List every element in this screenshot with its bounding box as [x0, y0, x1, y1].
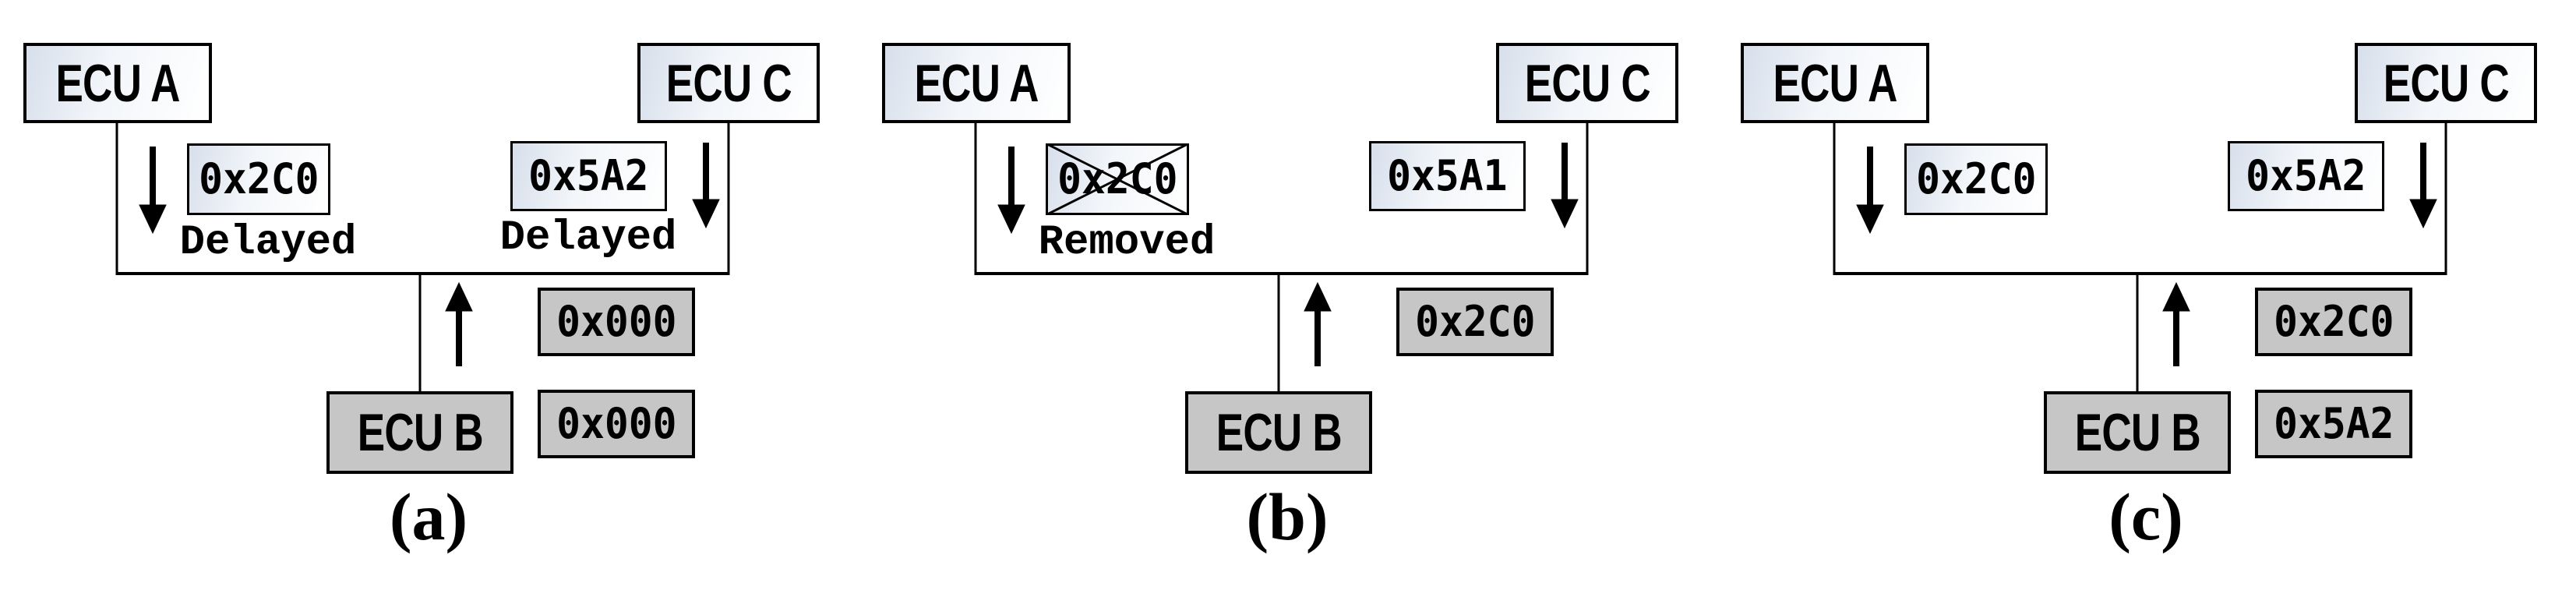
msg-id-label: 0x5A2 [528, 151, 649, 200]
down-arrow-icon [139, 147, 167, 235]
bus-msg-box: 0x2C0 [1396, 288, 1554, 356]
ecu-c-label: ECU C [665, 53, 792, 113]
up-arrow-icon [2162, 281, 2190, 366]
ecu-b-label: ECU B [1216, 403, 1342, 462]
up-arrow-icon [1304, 281, 1332, 366]
panel-b: ECU A ECU C 0x2C0 Removed 0x5A1 0x2C0 EC… [859, 0, 1717, 597]
removed-cross-icon [1046, 143, 1189, 215]
msg-id-label: 0x2C0 [198, 154, 319, 203]
can-bus-wiring [115, 122, 730, 393]
down-arrow-icon [1856, 147, 1884, 235]
down-arrow-icon [1551, 143, 1579, 229]
down-arrow-icon [2409, 143, 2437, 229]
msg-id-label: 0x2C0 [1915, 154, 2037, 203]
msg-box-left: 0x2C0 [187, 143, 330, 215]
ecu-a-label: ECU A [1773, 53, 1897, 113]
msg-id-label: 0x5A1 [1387, 151, 1508, 200]
msg-box-left: 0x2C0 [1904, 143, 2048, 215]
bus-msg-box: 0x2C0 [2255, 288, 2412, 356]
msg-id-label: 0x5A2 [2246, 151, 2366, 200]
msg-right-status-text: Delayed [499, 214, 677, 262]
can-bus-wiring [974, 122, 1589, 393]
down-arrow-icon [692, 143, 720, 229]
can-bus-wiring [1833, 122, 2447, 393]
down-arrow-icon [997, 147, 1025, 235]
msg-left-status-text: Removed [1038, 219, 1216, 267]
bus-msg-box: 0x5A2 [2255, 390, 2412, 458]
ecu-b-node: ECU B [1185, 391, 1372, 474]
bus-msg-id-label: 0x000 [556, 399, 677, 448]
bus-msg-box: 0x000 [538, 288, 695, 356]
ecu-b-label: ECU B [357, 403, 483, 462]
msg-box-right: 0x5A2 [2228, 141, 2384, 211]
panel-caption: (b) [1246, 479, 1329, 554]
panel-c: ECU A ECU C 0x2C0 0x5A2 0x2C0 0x5A2 ECU … [1717, 0, 2576, 597]
ecu-a-node: ECU A [23, 43, 212, 123]
up-arrow-icon [445, 281, 473, 366]
msg-left-status-text: Delayed [179, 219, 357, 267]
ecu-b-node: ECU B [326, 391, 513, 474]
ecu-b-label: ECU B [2074, 403, 2200, 462]
bus-msg-id-label: 0x000 [556, 297, 677, 346]
bus-msg-box: 0x000 [538, 390, 695, 458]
bus-msg-id-label: 0x2C0 [1414, 297, 1536, 346]
msg-box-right: 0x5A2 [510, 141, 667, 211]
ecu-c-label: ECU C [1524, 53, 1650, 113]
ecu-b-node: ECU B [2044, 391, 2231, 474]
bus-msg-id-label: 0x2C0 [2273, 297, 2394, 346]
ecu-c-node: ECU C [637, 43, 820, 123]
ecu-c-label: ECU C [2383, 53, 2509, 113]
panel-caption: (c) [2108, 479, 2183, 554]
msg-box-right: 0x5A1 [1369, 141, 1526, 211]
ecu-a-label: ECU A [55, 53, 180, 113]
ecu-a-label: ECU A [914, 53, 1039, 113]
ecu-c-node: ECU C [1496, 43, 1678, 123]
ecu-c-node: ECU C [2355, 43, 2537, 123]
panel-caption: (a) [389, 479, 468, 554]
panel-a: ECU A ECU C 0x2C0 Delayed 0x5A2 Delayed … [0, 0, 859, 597]
bus-msg-id-label: 0x5A2 [2273, 399, 2394, 448]
ecu-a-node: ECU A [1741, 43, 1929, 123]
ecu-a-node: ECU A [882, 43, 1071, 123]
msg-box-left-removed: 0x2C0 [1046, 143, 1189, 215]
